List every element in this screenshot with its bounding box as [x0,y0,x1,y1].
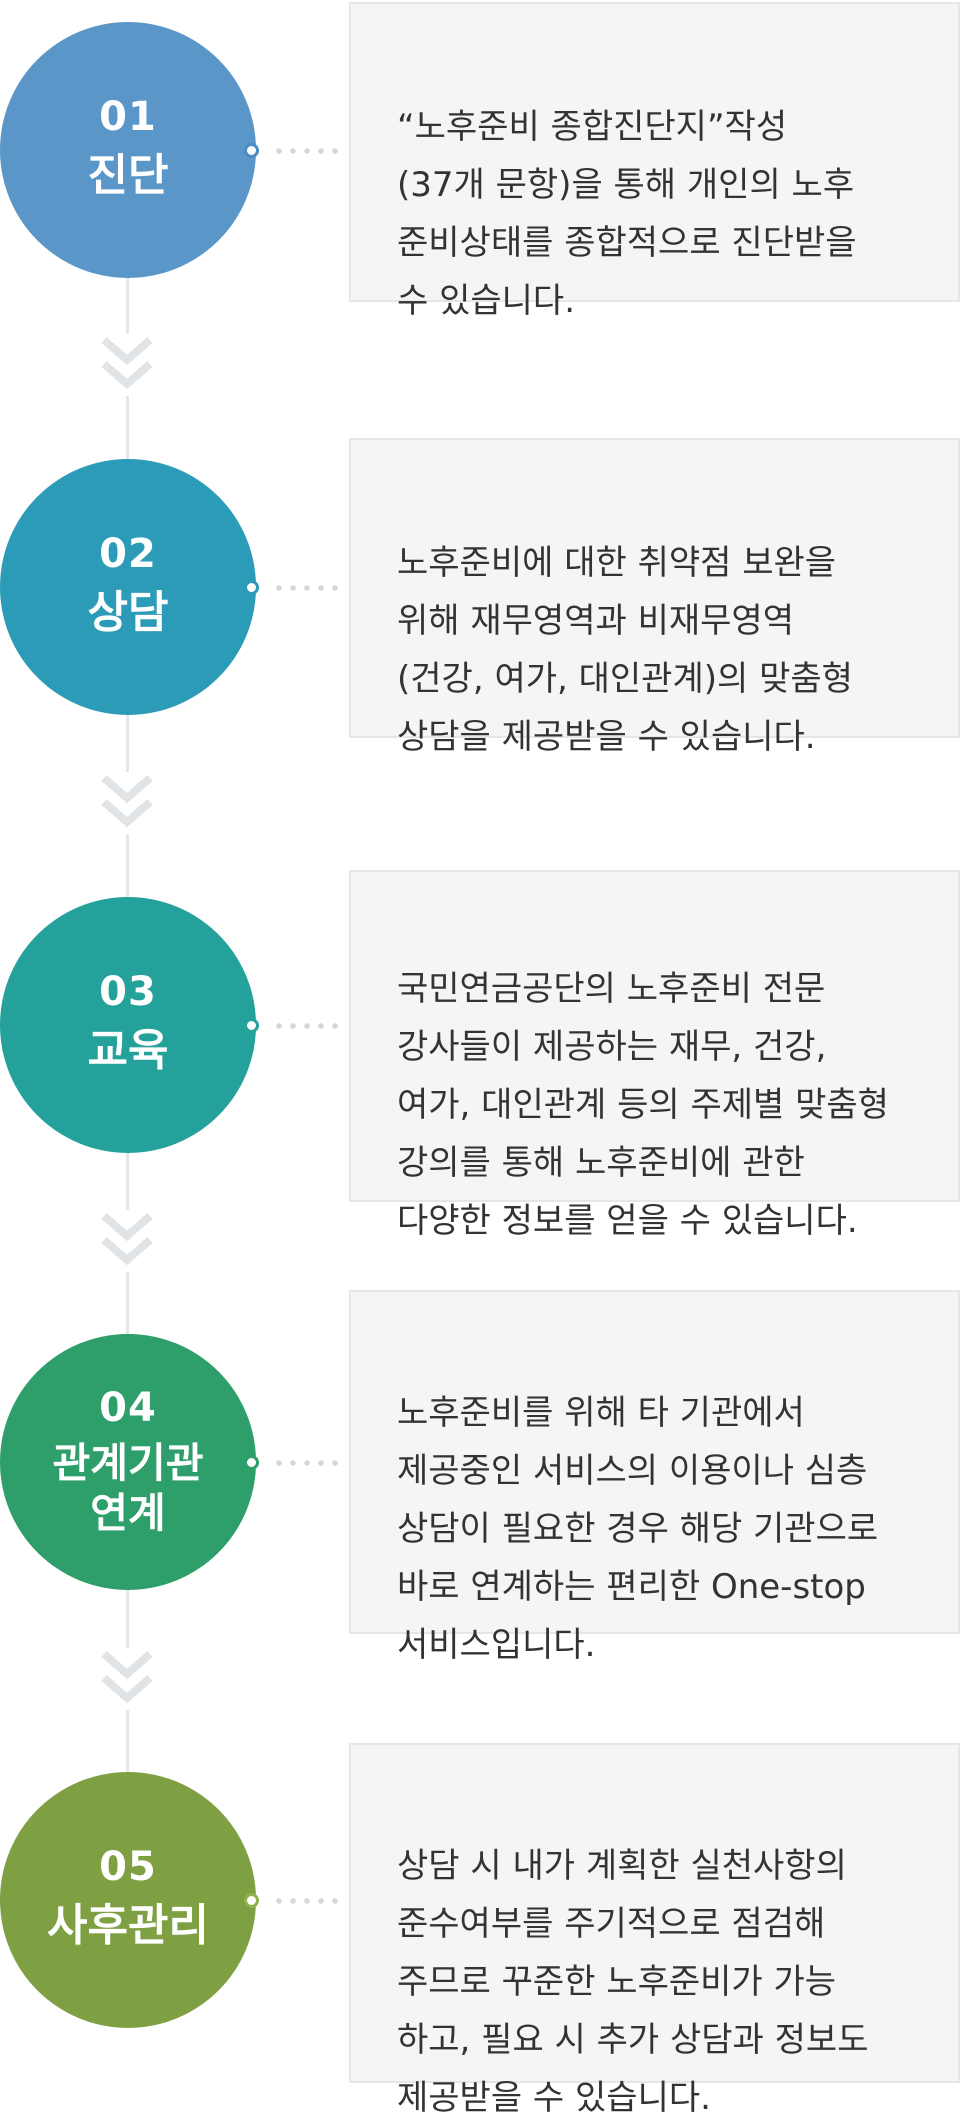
step-description: 노후준비에 대한 취약점 보완을 위해 재무영역과 비재무영역 (건강, 여가,… [397,543,853,757]
step-description-box: 노후준비에 대한 취약점 보완을 위해 재무영역과 비재무영역 (건강, 여가,… [349,438,960,757]
step-number: 01 [99,94,157,141]
step-description-box: 노후준비를 위해 타 기관에서 제공중인 서비스의 이용이나 심층 상담이 필요… [349,1290,960,1665]
step-description: 국민연금공단의 노후준비 전문 강사들이 제공하는 재무, 건강, 여가, 대인… [397,969,889,1241]
step-description-box: “노후준비 종합진단지”작성 (37개 문항)을 통해 개인의 노후 준비상태를… [349,2,960,321]
step-number: 05 [99,1844,157,1891]
connector-dot [244,1018,259,1033]
chevron-down-icon [98,334,156,396]
step-number: 03 [99,969,157,1016]
chevron-down-icon [98,772,156,834]
step-description: 상담 시 내가 계획한 실천사항의 준수여부를 주기적으로 점검해 주므로 꾸준… [397,1846,869,2118]
step-circle: 01 진단 [0,22,256,278]
step-title: 관계기관 연계 [52,1438,204,1537]
step-description: “노후준비 종합진단지”작성 (37개 문항)을 통해 개인의 노후 준비상태를… [397,107,857,321]
step-title: 교육 [87,1025,169,1077]
step-number: 04 [99,1384,157,1431]
step-title: 상담 [87,587,169,639]
chevron-down-icon [98,1648,156,1710]
dotted-connector [272,585,342,591]
step-circle: 04 관계기관 연계 [0,1334,256,1590]
step-description-box: 국민연금공단의 노후준비 전문 강사들이 제공하는 재무, 건강, 여가, 대인… [349,870,960,1241]
connector-dot [244,143,259,158]
step-circle: 02 상담 [0,459,256,715]
step-number: 02 [99,531,157,578]
step-description: 노후준비를 위해 타 기관에서 제공중인 서비스의 이용이나 심층 상담이 필요… [397,1393,879,1665]
step-description-box: 상담 시 내가 계획한 실천사항의 준수여부를 주기적으로 점검해 주므로 꾸준… [349,1743,960,2118]
dotted-connector [272,1460,342,1466]
connector-dot [244,1893,259,1908]
dotted-connector [272,148,342,154]
dotted-connector [272,1898,342,1904]
step-circle: 05 사후관리 [0,1772,256,2028]
dotted-connector [272,1023,342,1029]
step-title: 진단 [87,150,169,202]
step-circle: 03 교육 [0,897,256,1153]
connector-dot [244,1455,259,1470]
chevron-down-icon [98,1210,156,1272]
connector-dot [244,580,259,595]
step-title: 사후관리 [47,1900,209,1952]
